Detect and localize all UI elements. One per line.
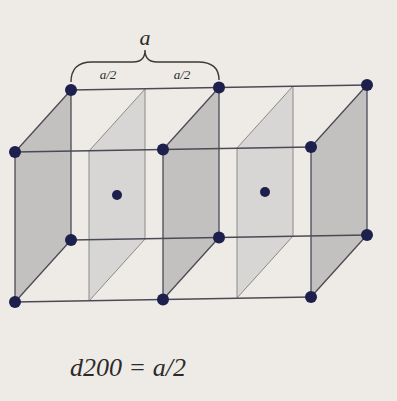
plane-200 bbox=[15, 90, 71, 302]
corner-atom bbox=[305, 141, 317, 153]
plane-200 bbox=[163, 88, 219, 300]
corner-atom bbox=[213, 82, 225, 94]
cell-edge bbox=[311, 85, 367, 147]
dimension-brace bbox=[71, 50, 219, 82]
corner-atom bbox=[65, 234, 77, 246]
plane-200 bbox=[89, 89, 145, 301]
lattice-planes bbox=[15, 85, 367, 302]
cell-edge bbox=[218, 88, 219, 238]
body-center-atom bbox=[260, 187, 270, 197]
half-dimension-label: a/2 bbox=[174, 68, 191, 81]
corner-atom bbox=[213, 232, 225, 244]
cell-edge bbox=[366, 85, 367, 235]
cell-edge bbox=[15, 90, 71, 152]
cell-edge bbox=[311, 235, 367, 297]
cell-edges bbox=[15, 85, 367, 302]
body-center-atom bbox=[112, 190, 122, 200]
cell-edge bbox=[310, 147, 311, 297]
cell-edge bbox=[162, 150, 163, 300]
plane-200 bbox=[237, 86, 293, 298]
plane-outline bbox=[237, 86, 293, 298]
corner-atom bbox=[9, 146, 21, 158]
corner-atom bbox=[305, 291, 317, 303]
spacing-equation: d200 = a/2 bbox=[70, 355, 186, 381]
half-dimension-label: a/2 bbox=[100, 68, 117, 81]
cell-edge bbox=[163, 238, 219, 300]
plane-outline bbox=[89, 89, 145, 301]
corner-atom bbox=[361, 229, 373, 241]
corner-atom bbox=[361, 79, 373, 91]
cell-edge bbox=[163, 88, 219, 150]
cell-edge bbox=[70, 90, 71, 240]
corner-atom bbox=[157, 294, 169, 306]
corner-atom bbox=[9, 296, 21, 308]
plane-outlines bbox=[89, 86, 293, 301]
cell-edge bbox=[14, 152, 15, 302]
cell-edge bbox=[15, 240, 71, 302]
corner-atom bbox=[157, 144, 169, 156]
plane-200 bbox=[311, 85, 367, 297]
dimension-label: a bbox=[140, 27, 151, 49]
corner-atom bbox=[65, 84, 77, 96]
atoms bbox=[9, 79, 373, 308]
